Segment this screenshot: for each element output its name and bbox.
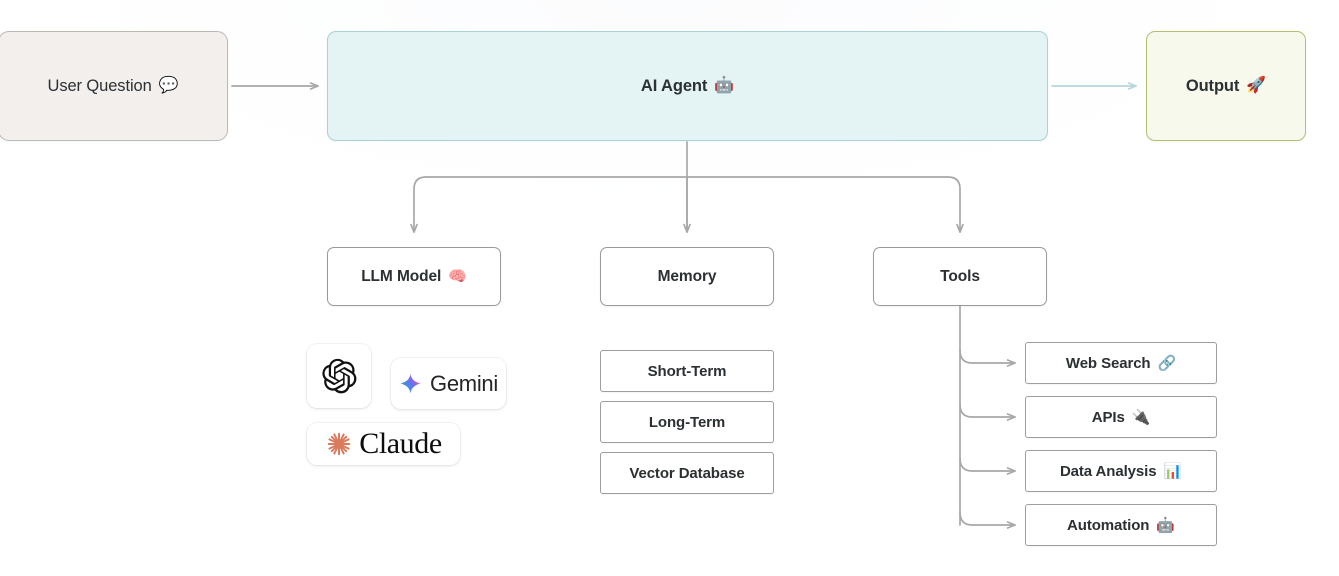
speech-balloon-icon: 💬 bbox=[158, 77, 179, 94]
connector-agent-to-tools bbox=[686, 176, 964, 233]
node-ai-agent-label: AI Agent bbox=[640, 76, 708, 95]
robot-icon: 🤖 bbox=[714, 77, 735, 94]
connector-tools-to-web-search bbox=[959, 349, 1016, 367]
bar-chart-icon: 📊 bbox=[1163, 462, 1183, 480]
connector-tools-to-data-analysis bbox=[959, 457, 1016, 475]
connector-tools-to-apis bbox=[959, 403, 1016, 421]
logo-card-claude[interactable]: Claude bbox=[307, 423, 460, 465]
claude-wordmark: Claude bbox=[359, 427, 442, 460]
node-user-question-label: User Question bbox=[47, 76, 152, 95]
node-memory-vector-database-label: Vector Database bbox=[629, 464, 745, 482]
electric-plug-icon: 🔌 bbox=[1131, 408, 1151, 426]
node-memory-short-term-label: Short-Term bbox=[647, 362, 727, 380]
node-tool-automation[interactable]: Automation 🤖 bbox=[1025, 504, 1217, 546]
node-ai-agent[interactable]: AI Agent 🤖 bbox=[327, 31, 1048, 141]
link-icon: 🔗 bbox=[1157, 354, 1177, 372]
logo-card-gemini[interactable]: Gemini bbox=[391, 358, 506, 409]
logo-card-openai[interactable] bbox=[307, 344, 371, 408]
node-llm-model[interactable]: LLM Model 🧠 bbox=[327, 247, 501, 306]
node-tool-web-search[interactable]: Web Search 🔗 bbox=[1025, 342, 1217, 384]
node-tool-automation-label: Automation bbox=[1067, 516, 1150, 534]
node-tool-web-search-label: Web Search bbox=[1065, 354, 1151, 372]
gemini-wordmark: Gemini bbox=[430, 370, 498, 396]
node-memory-label: Memory bbox=[657, 267, 717, 285]
node-memory[interactable]: Memory bbox=[600, 247, 774, 306]
node-tool-apis[interactable]: APIs 🔌 bbox=[1025, 396, 1217, 438]
node-memory-long-term[interactable]: Long-Term bbox=[600, 401, 774, 443]
node-output[interactable]: Output 🚀 bbox=[1146, 31, 1306, 141]
claude-sunburst-icon bbox=[327, 432, 351, 456]
node-tools[interactable]: Tools bbox=[873, 247, 1047, 306]
node-tools-label: Tools bbox=[940, 267, 980, 285]
gemini-sparkle-icon bbox=[400, 373, 421, 394]
rocket-icon: 🚀 bbox=[1246, 77, 1267, 94]
node-memory-long-term-label: Long-Term bbox=[648, 413, 726, 431]
node-llm-model-label: LLM Model bbox=[361, 267, 442, 285]
node-memory-short-term[interactable]: Short-Term bbox=[600, 350, 774, 392]
node-tool-apis-label: APIs bbox=[1091, 408, 1125, 426]
connector-agent-to-llm bbox=[410, 176, 688, 233]
node-tool-data-analysis[interactable]: Data Analysis 📊 bbox=[1025, 450, 1217, 492]
node-output-label: Output bbox=[1185, 76, 1240, 95]
connector-tools-to-automation bbox=[959, 511, 1016, 529]
openai-knot-icon bbox=[322, 358, 357, 394]
node-tool-data-analysis-label: Data Analysis bbox=[1059, 462, 1157, 480]
node-user-question[interactable]: User Question 💬 bbox=[0, 31, 228, 141]
robot-icon: 🤖 bbox=[1156, 516, 1175, 534]
node-memory-vector-database[interactable]: Vector Database bbox=[600, 452, 774, 494]
brain-icon: 🧠 bbox=[448, 268, 467, 285]
